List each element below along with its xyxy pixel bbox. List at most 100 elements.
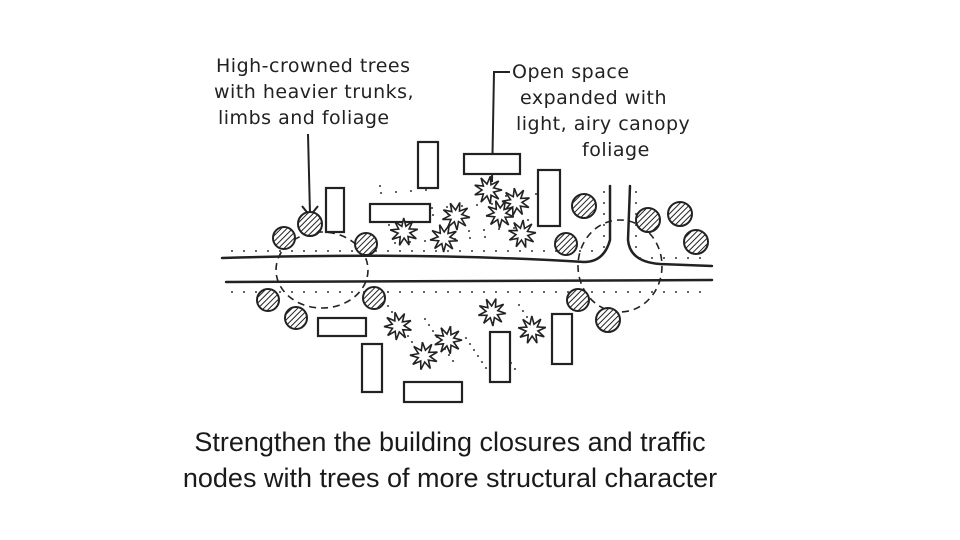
- stipple-dot: [531, 291, 533, 293]
- stipple-dot: [411, 291, 413, 293]
- stipple-dot: [635, 246, 637, 248]
- stipple-dot: [519, 250, 521, 252]
- stipple-dot: [231, 250, 233, 252]
- hatched-tree: [683, 229, 709, 255]
- stipple-dot: [459, 291, 461, 293]
- stipple-dot: [231, 291, 233, 293]
- building: [462, 152, 522, 176]
- hatched-tree: [362, 286, 386, 310]
- building: [536, 168, 562, 228]
- spiky-tree: [485, 200, 515, 229]
- stipple-dot: [481, 361, 483, 363]
- annotation-right-line-1: Open space: [512, 61, 630, 83]
- stipple-dot: [485, 367, 487, 369]
- stipple-dot: [395, 191, 397, 193]
- stipple-dot: [513, 227, 515, 229]
- stipple-dot: [663, 257, 665, 259]
- spiky-tree: [508, 219, 537, 248]
- hatched-tree: [554, 232, 578, 256]
- stipple-dot: [615, 291, 617, 293]
- stipple-dot: [535, 193, 537, 195]
- hatched-tree: [635, 207, 661, 233]
- stipple-dot: [431, 207, 433, 209]
- stipple-dot: [243, 250, 245, 252]
- stipple-dot: [495, 291, 497, 293]
- building: [402, 380, 464, 404]
- hatched-tree: [297, 211, 323, 237]
- building: [416, 140, 440, 190]
- street: [220, 184, 714, 284]
- stipple-dot: [303, 250, 305, 252]
- stipple-dot: [447, 291, 449, 293]
- stipple-dot: [279, 250, 281, 252]
- traffic-node-left: [275, 231, 369, 309]
- stipple-dot: [424, 318, 426, 320]
- stipple-dot: [303, 291, 305, 293]
- stipple-dot: [603, 224, 605, 226]
- annotation-right-line-2: expanded with: [520, 87, 667, 109]
- annotation-right-line-4: foliage: [582, 139, 650, 161]
- stipple-dot: [663, 291, 665, 293]
- stipple-dot: [447, 250, 449, 252]
- annotation-right-line-3: light, airy canopy: [516, 113, 690, 135]
- stipple-dot: [687, 257, 689, 259]
- spiky-tree: [429, 224, 459, 253]
- street-edge-bottom: [224, 278, 714, 284]
- stipple-dot: [635, 191, 637, 193]
- traffic-nodes: [275, 219, 663, 313]
- stipple-dot: [579, 250, 581, 252]
- stipple-dot: [484, 236, 486, 238]
- spiky-tree: [478, 298, 507, 327]
- stipple-dot: [315, 250, 317, 252]
- stipple-dot: [476, 204, 478, 206]
- stipple-dot: [411, 341, 413, 343]
- stipple-dot: [243, 291, 245, 293]
- stipple-dot: [339, 250, 341, 252]
- annotation-left: High-crowned trees with heavier trunks, …: [214, 55, 414, 129]
- stipple-dot: [428, 324, 430, 326]
- paving-stipple: [231, 185, 701, 370]
- high-crowned-trees: [256, 193, 709, 333]
- building: [488, 330, 512, 384]
- stipple-dot: [435, 291, 437, 293]
- stipple-dot: [446, 206, 448, 208]
- stipple-dot: [469, 343, 471, 345]
- stipple-dot: [477, 355, 479, 357]
- spiky-tree: [442, 202, 471, 231]
- stipple-dot: [471, 250, 473, 252]
- hatched-tree: [571, 193, 597, 219]
- leader-line-right: [491, 71, 510, 183]
- stipple-dot: [407, 335, 409, 337]
- stipple-dot: [505, 195, 507, 197]
- stipple-dot: [526, 316, 528, 318]
- stipple-dot: [495, 250, 497, 252]
- stipple-dot: [603, 246, 605, 248]
- stipple-dot: [675, 291, 677, 293]
- stipple-dot: [469, 237, 471, 239]
- stipple-dot: [518, 304, 520, 306]
- stipple-dot: [468, 230, 470, 232]
- stipple-dot: [519, 291, 521, 293]
- stipple-dot: [543, 250, 545, 252]
- stipple-dot: [339, 291, 341, 293]
- stipple-dot: [394, 242, 396, 244]
- stipple-dot: [675, 257, 677, 259]
- stipple-dot: [387, 250, 389, 252]
- stipple-dot: [514, 368, 516, 370]
- stipple-dot: [471, 291, 473, 293]
- spiky-tree: [501, 187, 530, 216]
- buildings: [316, 140, 574, 404]
- stipple-dot: [424, 240, 426, 242]
- spiky-tree: [389, 217, 419, 246]
- stipple-dot: [423, 250, 425, 252]
- spiky-tree: [434, 325, 463, 355]
- stipple-dot: [465, 337, 467, 339]
- hatched-tree: [284, 306, 308, 330]
- stipple-dot: [255, 291, 257, 293]
- stipple-dot: [603, 202, 605, 204]
- stipple-dot: [267, 250, 269, 252]
- stipple-dot: [291, 291, 293, 293]
- stipple-dot: [687, 291, 689, 293]
- stipple-dot: [603, 213, 605, 215]
